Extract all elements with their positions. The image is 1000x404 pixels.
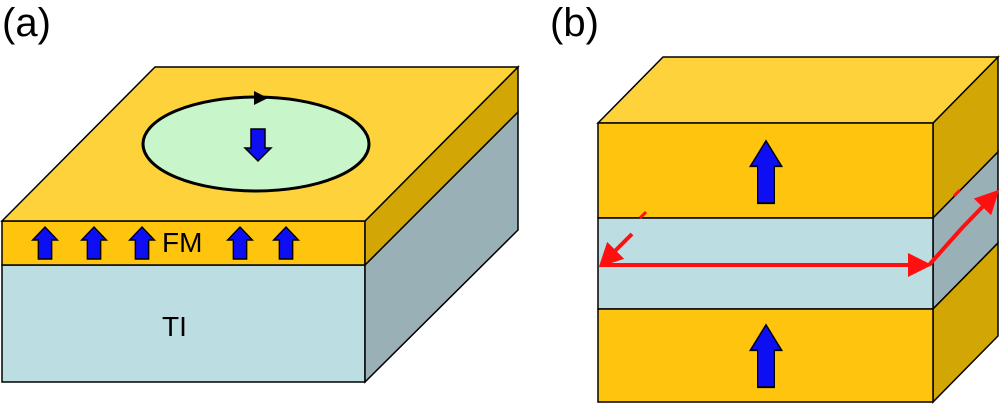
panel-a-label: (a) bbox=[2, 1, 51, 45]
chiral-edge-mode bbox=[598, 188, 1000, 277]
fm-layer-label: FM bbox=[162, 227, 202, 258]
panel-b-label: (b) bbox=[550, 1, 599, 45]
ti-layer-label: TI bbox=[162, 311, 187, 342]
panel-a-slab: FM TI bbox=[0, 65, 520, 384]
edge-current-side-arrow-icon bbox=[927, 189, 1000, 267]
top-face-b bbox=[596, 56, 1000, 124]
edge-current-hidden-segment bbox=[638, 210, 648, 220]
chirality-arrowhead-icon bbox=[254, 91, 268, 105]
panel-b-stack bbox=[596, 55, 1000, 404]
edge-current-hidden-segment bbox=[952, 188, 962, 198]
edge-current-back-arrow-icon bbox=[598, 232, 634, 268]
